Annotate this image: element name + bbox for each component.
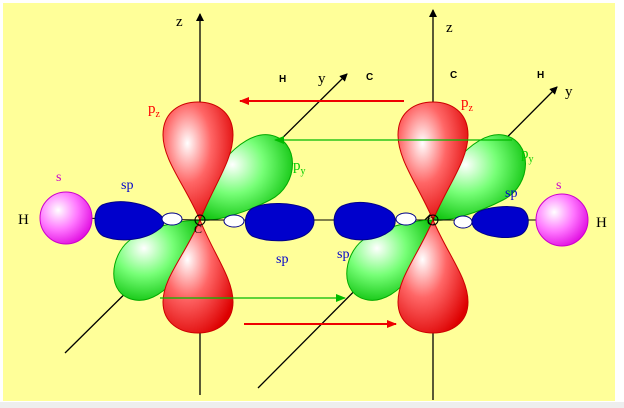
left-y-axis-label: y bbox=[318, 71, 326, 87]
right-pz-label: pz bbox=[461, 95, 474, 114]
overlap-arrows bbox=[160, 97, 512, 328]
background-panel bbox=[3, 3, 615, 401]
left-pz-label: pz bbox=[148, 101, 161, 120]
right-py-label: py bbox=[521, 146, 534, 165]
right-sp-back-lobe-inner bbox=[395, 212, 417, 226]
left-carbon-atom: z y pz py sp sp s H C H C bbox=[18, 13, 430, 395]
right-pz-lobe-lower bbox=[397, 218, 469, 334]
left-sp-lobe-inner bbox=[244, 203, 315, 242]
left-s-label: s bbox=[56, 170, 61, 185]
right-sp-back-lobe-outer bbox=[453, 215, 473, 229]
left-sp-inner-label: sp bbox=[276, 252, 288, 267]
left-py-label: py bbox=[293, 158, 306, 177]
right-h-label: H bbox=[596, 215, 607, 231]
right-z-axis-label: z bbox=[446, 20, 453, 36]
right-pz-lobe-upper bbox=[397, 101, 469, 222]
left-carbon-nucleus bbox=[194, 214, 206, 226]
left-top-c-label: C bbox=[366, 72, 373, 83]
bottom-strip bbox=[0, 402, 624, 408]
right-s-label: s bbox=[556, 178, 561, 193]
left-h-s-orbital bbox=[39, 191, 93, 245]
right-carbon-nucleus bbox=[427, 214, 439, 226]
right-sp-inner-label: sp bbox=[337, 247, 349, 262]
right-top-h-label: H bbox=[537, 70, 544, 81]
right-y-axis-label: y bbox=[565, 84, 573, 100]
right-carbon-atom: z y pz py sp sp s H C C H bbox=[257, 9, 607, 400]
left-center-label: C bbox=[194, 222, 202, 236]
left-z-axis-label: z bbox=[176, 14, 183, 30]
left-h-label: H bbox=[18, 212, 29, 228]
right-center-label: C bbox=[427, 214, 435, 228]
left-top-h-label: H bbox=[279, 74, 286, 85]
right-sp-lobe-outer bbox=[471, 206, 529, 239]
left-sp-lobe-outer bbox=[94, 201, 165, 241]
right-top-c-label: C bbox=[450, 70, 457, 81]
left-sp-back-lobe-outer bbox=[161, 212, 183, 226]
left-sp-back-lobe-inner bbox=[223, 214, 245, 228]
left-sp-outer-label: sp bbox=[121, 178, 133, 193]
right-sp-lobe-inner bbox=[333, 201, 396, 241]
right-sp-outer-label: sp bbox=[505, 186, 517, 201]
left-pz-lobe-lower bbox=[162, 218, 234, 334]
right-h-s-orbital bbox=[535, 193, 589, 247]
left-pz-lobe-upper bbox=[162, 101, 234, 222]
